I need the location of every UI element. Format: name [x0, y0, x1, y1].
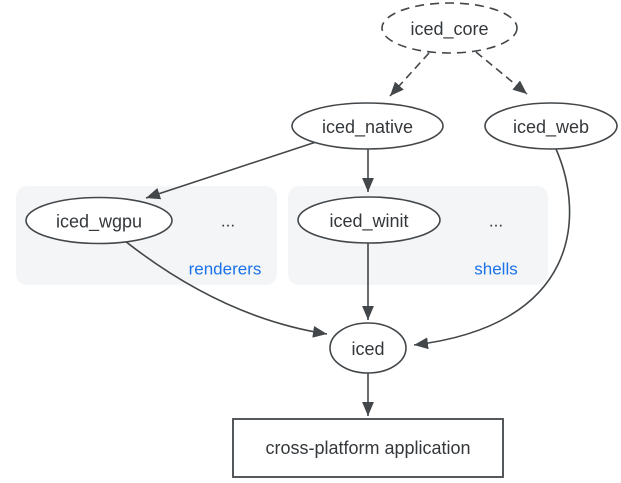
- shells-ellipsis: ...: [489, 212, 503, 231]
- node-iced-winit: [297, 196, 441, 244]
- group-label-shells: shells: [474, 260, 517, 279]
- edge-iced-core-to-iced-native: [389, 52, 430, 97]
- edge-iced-wgpu-to-iced: [124, 240, 328, 338]
- node-label-iced-winit: iced_winit: [329, 211, 408, 232]
- group-label-renderers: renderers: [189, 260, 262, 279]
- node-iced-wgpu: [25, 196, 173, 245]
- node-label-iced-core: iced_core: [410, 19, 488, 40]
- node-label-iced-web: iced_web: [513, 117, 589, 138]
- node-label-iced-wgpu: iced_wgpu: [56, 212, 142, 233]
- node-iced-core: [381, 2, 518, 54]
- edge-iced-native-to-iced-wgpu: [145, 141, 317, 200]
- edge-iced-web-to-iced: [413, 148, 571, 350]
- node-cross-platform-application: [232, 418, 504, 478]
- node-iced-web: [484, 102, 618, 150]
- renderers-ellipsis: ...: [221, 212, 235, 231]
- node-label-iced: iced: [351, 339, 384, 359]
- node-iced: [329, 322, 407, 374]
- edge-iced-core-to-iced-web: [475, 51, 528, 95]
- node-iced-native: [291, 102, 444, 150]
- node-label-cross-platform-application: cross-platform application: [265, 438, 470, 458]
- node-label-iced-native: iced_native: [322, 117, 413, 138]
